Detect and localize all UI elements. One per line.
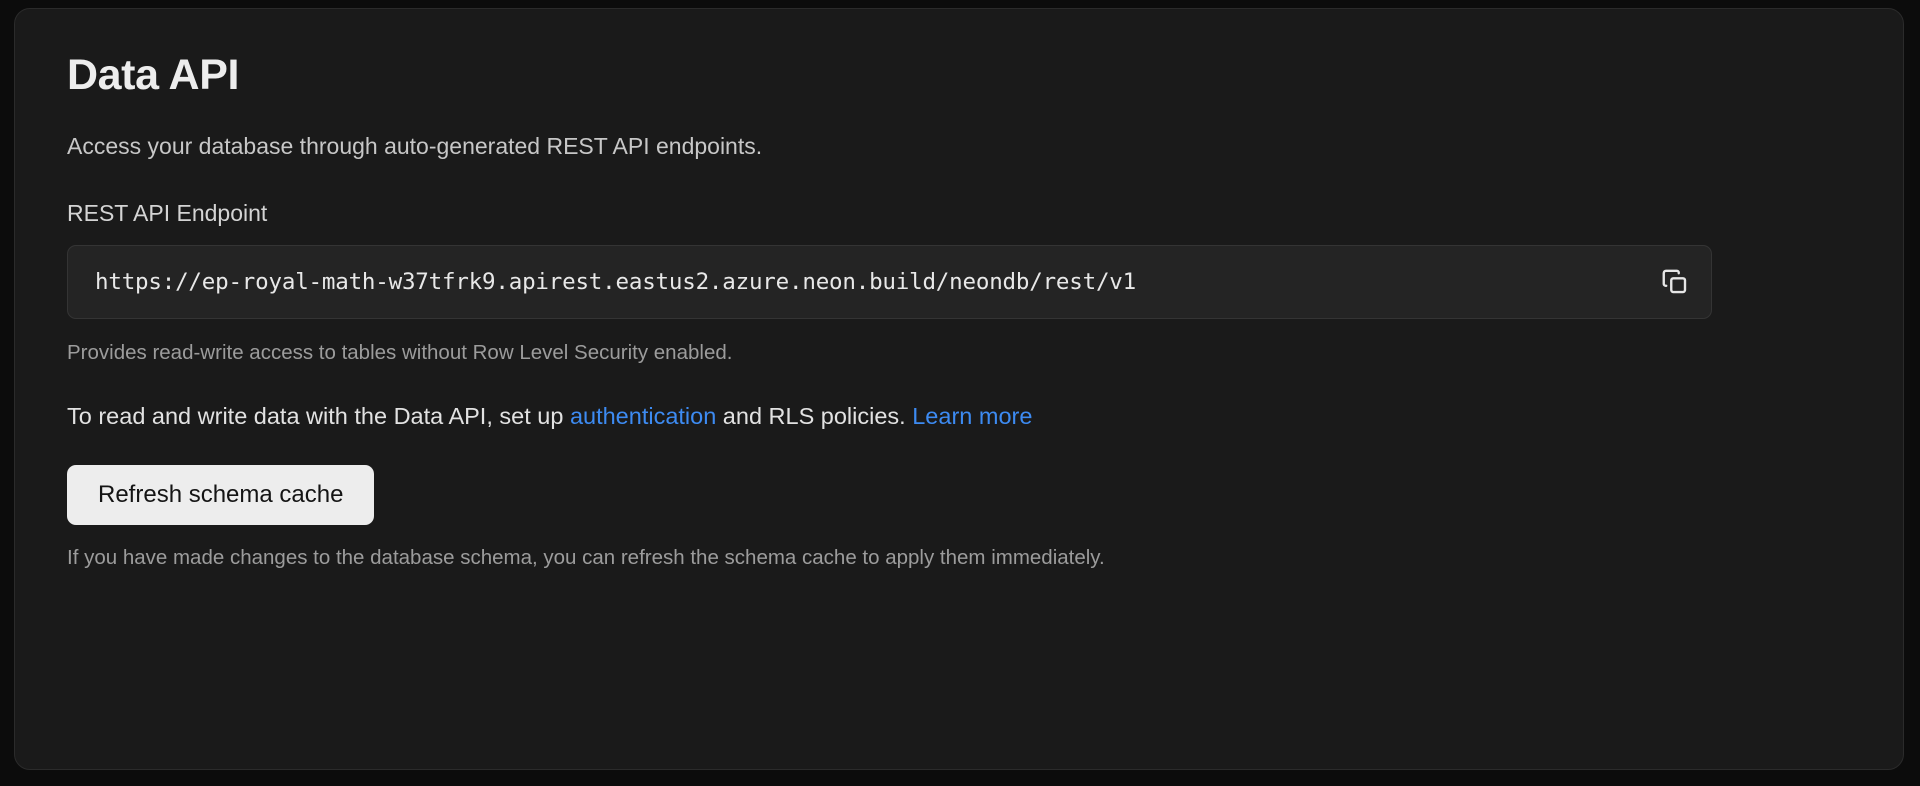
rls-notice-text-before: To read and write data with the Data API… [67, 403, 570, 430]
page-title: Data API [67, 51, 240, 99]
refresh-hint-text: If you have made changes to the database… [67, 545, 1105, 569]
learn-more-link[interactable]: Learn more [912, 403, 1033, 430]
rls-notice-text-middle: and RLS policies. [716, 403, 913, 430]
rest-api-endpoint-field[interactable] [67, 244, 1712, 319]
copy-endpoint-button[interactable] [1639, 246, 1711, 318]
copy-icon [1660, 267, 1690, 297]
data-api-card: Data API Access your database through au… [14, 8, 1904, 770]
card-description: Access your database through auto-genera… [67, 133, 763, 160]
endpoint-hint-text: Provides read-write access to tables wit… [67, 340, 733, 364]
rest-api-endpoint-label: REST API Endpoint [67, 200, 268, 227]
authentication-link[interactable]: authentication [569, 403, 717, 430]
refresh-button-row: Refresh schema cache [67, 432, 1851, 525]
rest-api-endpoint-input[interactable] [68, 268, 1639, 295]
rls-notice: To read and write data with the Data API… [67, 401, 1851, 432]
refresh-schema-cache-button[interactable]: Refresh schema cache [67, 464, 375, 525]
